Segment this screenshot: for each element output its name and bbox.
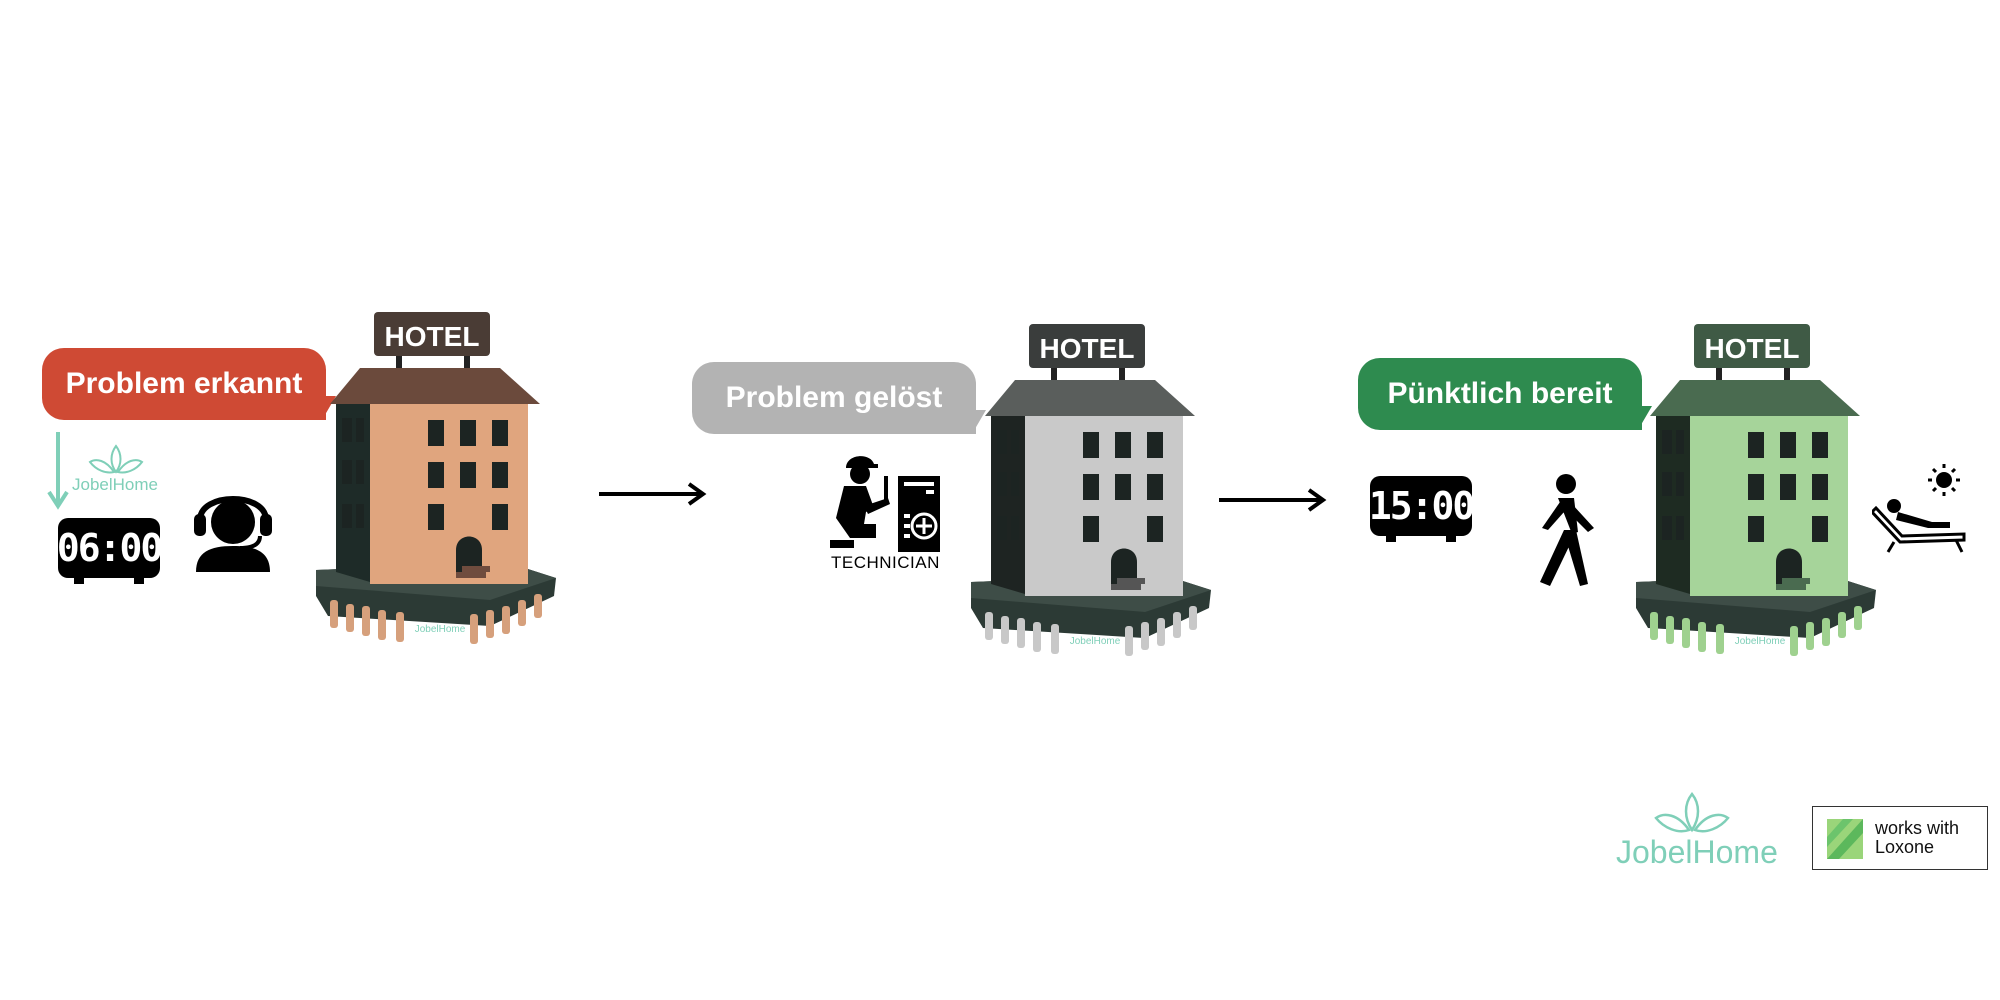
jobelhome-small-text: JobelHome [72, 475, 158, 494]
step-3-bubble-tail [1638, 406, 1652, 430]
loxone-line-2: Loxone [1875, 837, 1935, 857]
clock-0600: 06:00 [57, 518, 163, 584]
loxone-line-1: works with [1875, 818, 1960, 838]
hotel-1: HOTEL JobelHome [316, 312, 556, 644]
sunbed-relax-icon [1872, 464, 1966, 553]
loxone-square-icon [1827, 819, 1863, 859]
step-2-bubble: Problem gelöst [692, 362, 976, 434]
loxone-text: works with Loxone [1875, 819, 1959, 857]
hotel-1-chip-brand: JobelHome [415, 624, 466, 635]
jobelhome-logo-text: JobelHome [1616, 834, 1778, 870]
hotel-2-chip-brand: JobelHome [1070, 636, 1121, 647]
hotel-3-sign: HOTEL [1705, 333, 1800, 364]
support-agent-icon [194, 496, 272, 572]
technician-label: TECHNICIAN [831, 553, 940, 572]
jobelhome-leaf-icon [88, 444, 144, 474]
down-arrow-icon [47, 432, 69, 510]
jobelhome-logo-icon [1654, 791, 1730, 833]
arrow-1 [599, 482, 707, 506]
hotel-1-sign: HOTEL [385, 321, 480, 352]
step-2-bubble-tail [972, 410, 986, 434]
step-1-label: Problem erkannt [65, 367, 303, 400]
technician-icon [830, 456, 940, 552]
step-2-label: Problem gelöst [725, 381, 943, 414]
hotel-3-chip-brand: JobelHome [1735, 636, 1786, 647]
walking-person-icon [1540, 474, 1594, 586]
step-3-bubble: Pünktlich bereit [1358, 358, 1642, 430]
step-3-label: Pünktlich bereit [1387, 377, 1613, 410]
arrow-2 [1219, 488, 1327, 512]
hotel-2: HOTEL JobelHome [971, 324, 1211, 656]
hotel-2-sign: HOTEL [1040, 333, 1135, 364]
hotel-3: HOTEL JobelHome [1636, 324, 1876, 656]
loxone-badge: works with Loxone [1812, 806, 1988, 870]
step-1-bubble: Problem erkannt [42, 348, 326, 420]
clock-1500: 15:00 [1369, 476, 1475, 542]
